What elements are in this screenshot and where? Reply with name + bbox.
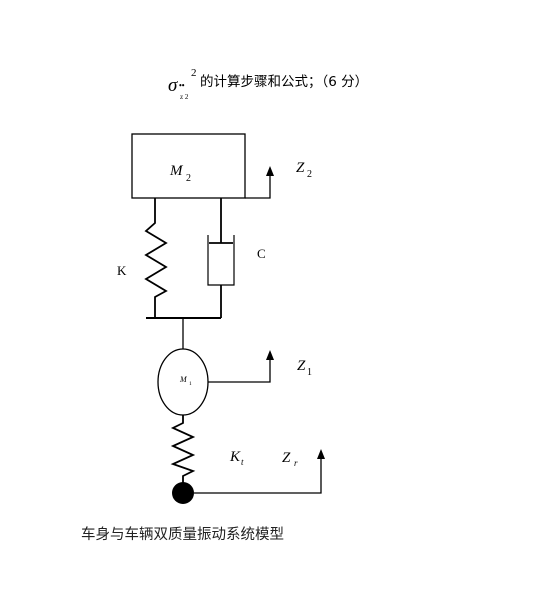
z1-letter: Z	[297, 358, 306, 374]
mass-m1-sub: 1	[189, 381, 192, 387]
subscript-z2: z 2	[180, 93, 189, 101]
z1-arrow	[208, 350, 274, 383]
mass-m2-sub: 2	[186, 173, 191, 184]
z1-sub: 1	[307, 367, 312, 378]
double-dot-mark: ••	[179, 81, 185, 90]
tire-spring	[170, 415, 196, 483]
suspension-spring	[144, 198, 168, 318]
header-formula: σ •• 2 z 2 的计算步骤和公式；（6 分）	[168, 67, 368, 101]
damper-label-c: C	[257, 246, 266, 261]
mass-m2-box	[131, 133, 246, 199]
zr-letter: Z	[282, 450, 291, 466]
diagram-caption: 车身与车辆双质量振动系统模型	[81, 527, 284, 543]
damper	[207, 198, 235, 318]
zr-sub: r	[294, 458, 298, 468]
header-text: 的计算步骤和公式；（6 分）	[200, 74, 368, 90]
z2-arrow	[245, 166, 274, 199]
z2-sub: 2	[307, 169, 312, 180]
zr-arrow	[194, 449, 325, 494]
tire-spring-sub: t	[241, 457, 244, 467]
tire-spring-letter: K	[229, 449, 241, 465]
road-contact-point	[172, 482, 194, 504]
z2-letter: Z	[296, 160, 305, 176]
mass-m2-letter: M	[169, 163, 184, 179]
exponent-2: 2	[191, 67, 197, 79]
mass-m1-letter: M	[179, 375, 188, 384]
sigma-symbol: σ	[168, 75, 178, 96]
spring-label-k: K	[117, 263, 127, 278]
